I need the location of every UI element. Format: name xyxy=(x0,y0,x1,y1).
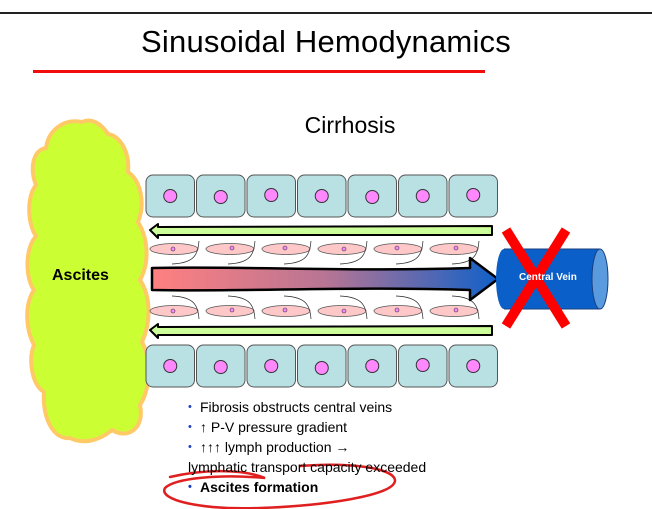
endothelial-nucleus xyxy=(229,307,235,313)
endothelial-nucleus xyxy=(282,307,288,313)
bullet-text: ↑ P-V pressure gradient xyxy=(200,419,348,435)
bullet-item: • Ascites formation xyxy=(188,477,426,497)
endothelial-nucleus xyxy=(170,308,176,314)
slide-title: Sinusoidal Hemodynamics xyxy=(141,24,511,59)
endothelial-nucleus xyxy=(341,246,347,252)
bullet-text: lymphatic transport capacity exceeded xyxy=(188,459,427,475)
endothelial-nucleus xyxy=(229,245,235,251)
cell-nucleus xyxy=(163,189,178,203)
bullet-item: • ↑↑↑ lymph production → xyxy=(188,437,426,457)
portal-flow-arrow xyxy=(150,256,500,302)
title-underline xyxy=(33,70,485,73)
fenestration-line xyxy=(227,295,256,320)
annotation-circle xyxy=(163,463,397,509)
ascites-label: Ascites xyxy=(52,267,109,284)
cell-nucleus xyxy=(314,189,329,203)
endothelial-nucleus xyxy=(394,245,400,251)
diagram-subtitle: Cirrhosis xyxy=(304,112,396,138)
cell-nucleus xyxy=(213,190,228,204)
cell-nucleus xyxy=(466,188,481,202)
hepatocyte-row-bottom xyxy=(145,344,498,388)
endothelial-nucleus xyxy=(170,246,176,252)
cell-nucleus xyxy=(415,358,430,372)
bullet-marker: • xyxy=(188,421,192,433)
bullet-list: • Fibrosis obstructs central veins • ↑ P… xyxy=(188,397,426,497)
bullet-text: Fibrosis obstructs central veins xyxy=(200,399,393,415)
fenestration-line xyxy=(283,240,312,265)
endothelial-row-bottom xyxy=(149,295,480,320)
blocked-x-mark xyxy=(501,227,571,329)
fenestration-line xyxy=(171,295,200,320)
bullet-marker: • xyxy=(188,401,192,413)
cell-nucleus xyxy=(365,359,380,373)
lymph-flow-arrow-top xyxy=(149,223,493,239)
bullet-text: Ascites formation xyxy=(200,479,319,495)
endothelial-row-top xyxy=(149,240,480,265)
top-border-line xyxy=(0,12,652,14)
endothelial-nucleus xyxy=(394,307,400,313)
fenestration-line xyxy=(451,240,480,265)
fenestration-line xyxy=(395,240,424,265)
fenestration-line xyxy=(339,295,368,320)
bullet-item: • ↑ P-V pressure gradient xyxy=(188,417,426,437)
cell-nucleus xyxy=(466,359,481,373)
fenestration-line xyxy=(171,240,200,265)
fenestration-line xyxy=(395,295,424,320)
bullet-marker: • xyxy=(188,481,192,493)
bullet-item: • Fibrosis obstructs central veins xyxy=(188,397,426,417)
fenestration-line xyxy=(227,240,256,265)
endothelial-nucleus xyxy=(453,245,459,251)
endothelial-nucleus xyxy=(453,307,459,313)
hepatocyte-row-top xyxy=(145,174,498,218)
fenestration-line xyxy=(283,295,312,320)
ascites-cloud xyxy=(25,118,151,444)
cell-nucleus xyxy=(415,189,430,203)
cell-nucleus xyxy=(365,190,380,204)
cell-nucleus xyxy=(314,361,329,375)
fenestration-line xyxy=(339,240,368,265)
cell-nucleus xyxy=(264,359,279,373)
cell-nucleus xyxy=(213,360,228,374)
fenestration-line xyxy=(451,295,480,320)
cell-nucleus xyxy=(163,359,178,373)
bullet-text: ↑↑↑ lymph production → xyxy=(200,439,350,455)
endothelial-nucleus xyxy=(341,308,347,314)
cell-nucleus xyxy=(264,188,279,202)
endothelial-nucleus xyxy=(282,245,288,251)
lymph-flow-arrow-bottom xyxy=(149,323,493,339)
central-vein-label: Central Vein xyxy=(519,272,577,283)
bullet-marker: • xyxy=(188,441,192,453)
bullet-continuation: lymphatic transport capacity exceeded xyxy=(188,457,426,477)
